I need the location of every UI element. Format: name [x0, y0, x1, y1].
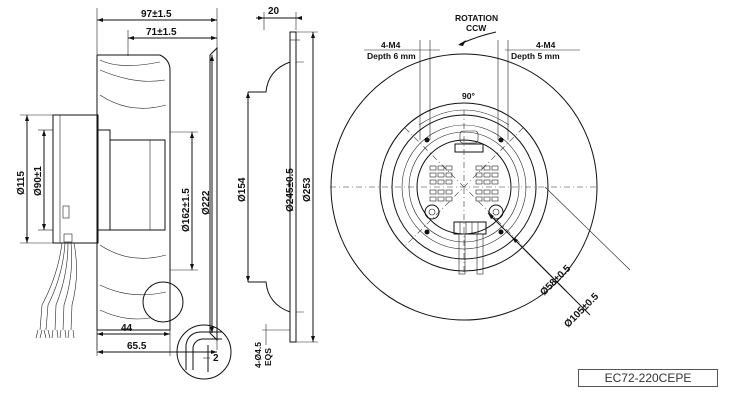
side-view: 97±1.5 71±1.5 Ø115 [16, 8, 232, 380]
dim-115-label: Ø115 [16, 171, 27, 195]
eqs-label: EQS [263, 348, 273, 366]
boss-right [488, 204, 504, 220]
dim-105-label: Ø105±0.5 [562, 291, 601, 330]
front-view: ROTATION CCW 4-M4 Depth 6 mm 4-M4 Depth … [330, 13, 631, 330]
dim-162-label: Ø162±1.5 [181, 188, 192, 232]
dim-65-label: 65.5 [127, 341, 147, 352]
ccw-label: CCW [466, 23, 487, 33]
connector-block [453, 221, 487, 235]
right-thread-label: 4-M4 [536, 40, 556, 50]
detail-2-label: 2 [213, 353, 219, 364]
boss-left [424, 204, 440, 220]
dim-20-label: 20 [268, 6, 280, 17]
dim-44-label: 44 [121, 323, 133, 334]
model-label: EC72-220CEPE [578, 369, 718, 387]
dim-253-label: Ø253 [302, 177, 313, 202]
rotation-arrow [459, 31, 497, 45]
dim-97-label: 97±1.5 [141, 9, 172, 20]
rotation-label: ROTATION [455, 13, 498, 23]
vent-grid-left [429, 165, 453, 202]
vent-grid-right [475, 165, 499, 202]
profile-view: 20 Ø154 Ø245±0.5 Ø253 4-Ø4.5 EQS [237, 6, 318, 368]
angle-label: 90° [462, 91, 475, 101]
left-depth-label: Depth 6 mm [367, 51, 416, 61]
right-depth-label: Depth 5 mm [511, 51, 560, 61]
dim-222-label: Ø222 [201, 190, 212, 215]
holes-label: 4-Ø4.5 [253, 342, 263, 368]
dim-245-label: Ø245±0.5 [285, 168, 296, 212]
dim-154-label: Ø154 [237, 177, 248, 202]
dim-71-label: 71±1.5 [146, 27, 177, 38]
detail-circle [176, 324, 232, 380]
dim-90-label: Ø90±1 [33, 166, 44, 196]
left-thread-label: 4-M4 [381, 40, 401, 50]
